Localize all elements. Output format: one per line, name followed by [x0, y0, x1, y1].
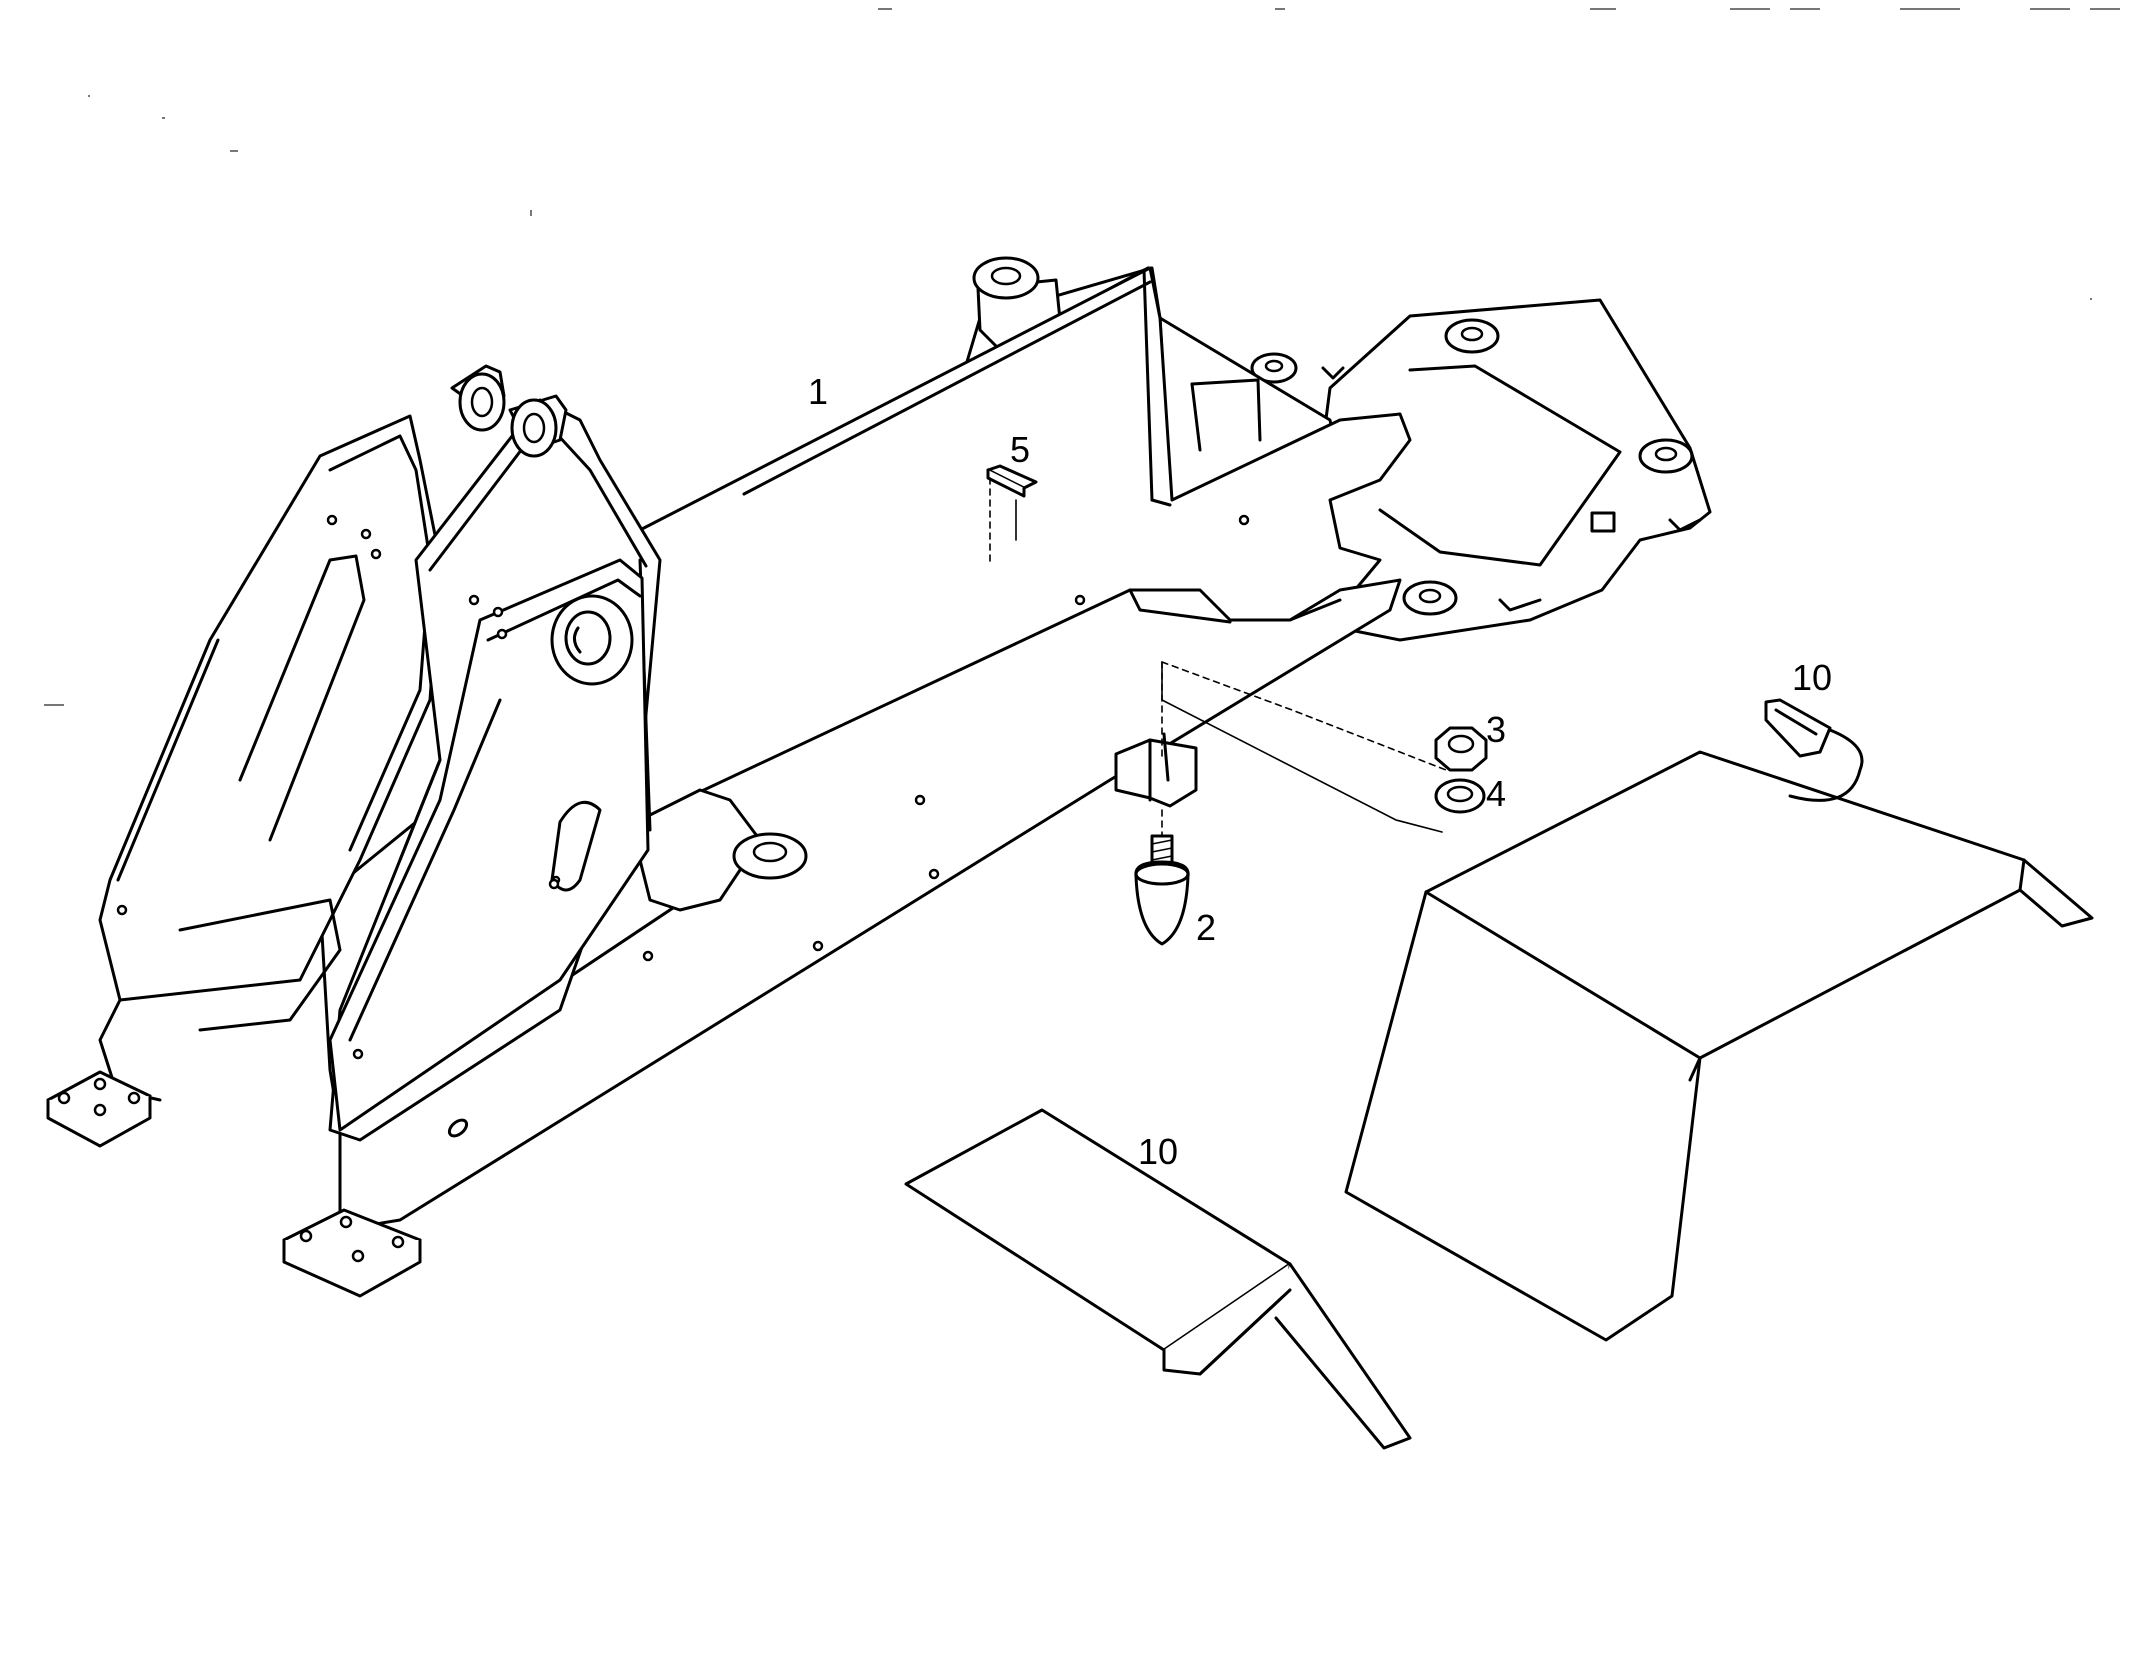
- bump-stop-2: [1134, 809, 1190, 946]
- callout-labels: 1 2 3 4 5 10 10: [808, 371, 1832, 1172]
- boom-tower: [98, 364, 662, 1142]
- callout-2: 2: [1196, 907, 1216, 948]
- square-lug: [1590, 511, 1616, 533]
- plate-5: [986, 464, 1038, 567]
- side-lug: [638, 788, 808, 912]
- fender-right-10: [1344, 698, 2094, 1342]
- base-feet: [46, 1070, 422, 1298]
- hex-nut-3: [1434, 726, 1488, 772]
- callout-10-right: 10: [1792, 657, 1832, 698]
- main-frame: [46, 256, 1712, 1298]
- bracket-2: [1114, 732, 1198, 808]
- scan-specks: [44, 8, 2120, 706]
- callout-4: 4: [1486, 773, 1506, 814]
- callout-10-left: 10: [1138, 1131, 1178, 1172]
- callout-5: 5: [1010, 429, 1030, 470]
- fender-left-10: [904, 1108, 1412, 1450]
- washer-4: [1434, 778, 1486, 814]
- callout-1: 1: [808, 371, 828, 412]
- callout-3: 3: [1486, 709, 1506, 750]
- leader-lines: [1015, 499, 1447, 833]
- rail-holes: [447, 514, 1250, 1138]
